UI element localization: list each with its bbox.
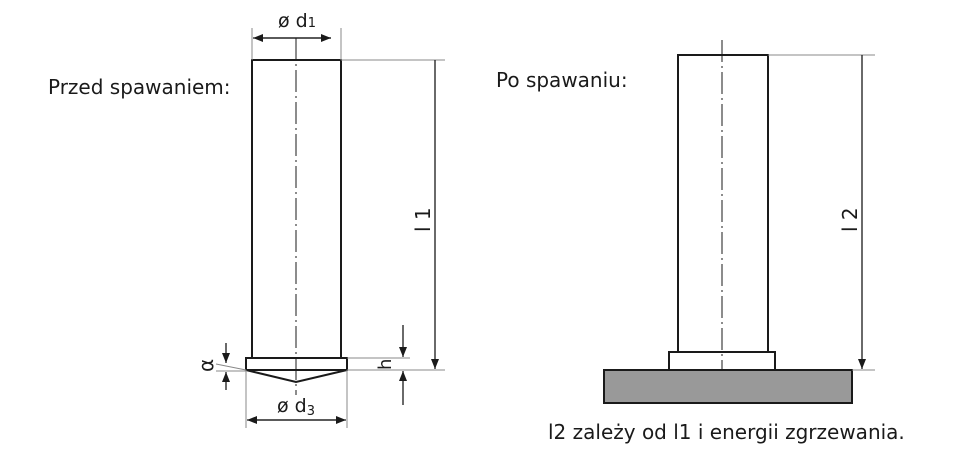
d1-label: ø d1 — [278, 10, 316, 32]
alpha-label: α — [194, 359, 218, 372]
l1-label: l 1 — [411, 207, 435, 232]
dimension-lines-left — [215, 28, 445, 428]
stud-body-welded — [677, 54, 769, 353]
caption: l2 zależy od l1 i energii zgrzewania. — [548, 420, 905, 444]
h-label: h — [375, 359, 396, 370]
l2-label: l 2 — [838, 207, 862, 232]
base-plate — [603, 369, 853, 404]
dimension-lines-right — [768, 54, 875, 371]
after-welding-heading: Po spawaniu: — [496, 68, 628, 92]
d3-label: ø d3 — [277, 395, 315, 419]
stud-after — [603, 54, 853, 404]
before-welding-heading: Przed spawaniem: — [48, 75, 231, 99]
ignition-tip — [245, 369, 348, 384]
